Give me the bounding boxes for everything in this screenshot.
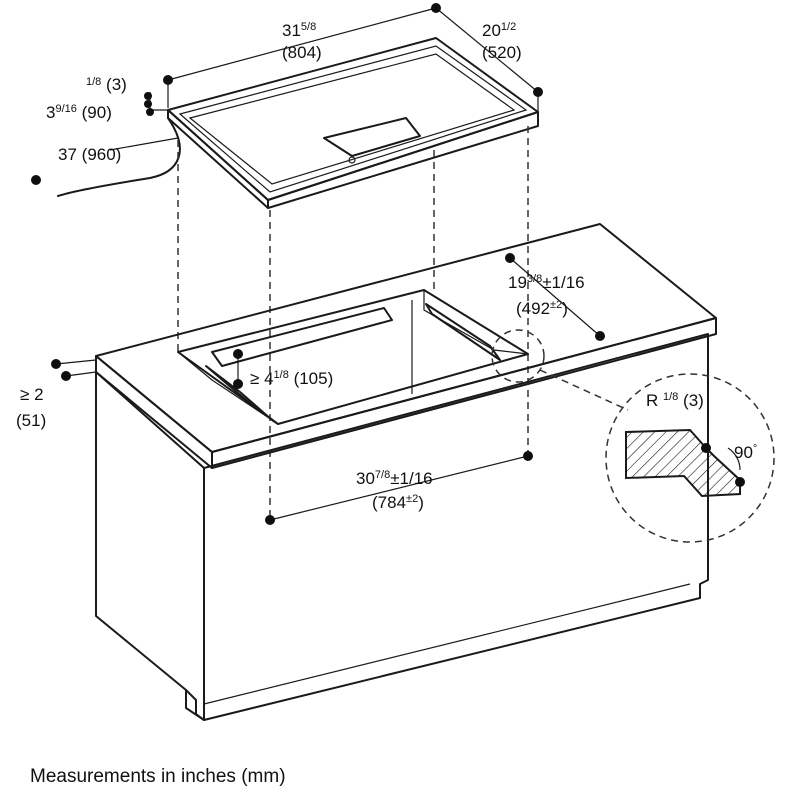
- cutout-opening: [177, 289, 529, 425]
- cabinet-side: [95, 371, 205, 721]
- dim-point: [265, 515, 275, 525]
- svg-text:(520): (520): [482, 43, 522, 62]
- support-rail-left: [205, 365, 279, 425]
- dim-label-cutout-depth: 193/8±1/16 (492±2): [508, 273, 585, 318]
- countertop-top-face: [95, 223, 717, 453]
- svg-text:(784±2): (784±2): [372, 493, 424, 512]
- dim-point: [61, 371, 71, 381]
- dim-label-counter-thickness: ≥ 2 (51): [16, 385, 46, 430]
- dim-point: [595, 331, 605, 341]
- dim-point: [233, 379, 243, 389]
- cooktop-glass-inner-2: [188, 53, 516, 185]
- detail-leader-line: [539, 369, 629, 411]
- cooktop-glass-inner: [178, 45, 528, 193]
- dim-point: [163, 75, 173, 85]
- edge-profile-detail: [625, 428, 745, 498]
- dim-point: [51, 359, 61, 369]
- cooktop-side-edge: [167, 109, 269, 209]
- cabinet-front: [203, 333, 709, 721]
- cabinet: [95, 223, 717, 721]
- cooktop-front-edge: [267, 111, 539, 209]
- dim-point: [735, 477, 745, 487]
- dim-point: [233, 349, 243, 359]
- dim-point: [701, 443, 711, 453]
- svg-text:R 1/8 (3): R 1/8 (3): [646, 391, 704, 410]
- dim-label-radius: R 1/8 (3): [646, 391, 704, 410]
- support-rail-right: [425, 303, 501, 361]
- dim-label-width-top: 315/8 (804): [282, 21, 322, 62]
- control-panel: [323, 117, 421, 157]
- support-rail-back: [211, 307, 393, 367]
- svg-text:(492±2): (492±2): [516, 299, 568, 318]
- angle-arc: [727, 447, 741, 471]
- dim-point: [144, 92, 152, 100]
- svg-text:37 (960): 37 (960): [58, 145, 121, 164]
- dim-label-front-clearance: ≥ 41/8 (105): [250, 369, 333, 388]
- dim-label-cutout-width: 307/8±1/16 (784±2): [356, 469, 433, 512]
- svg-text:≥ 2: ≥ 2: [20, 385, 44, 404]
- detail-view-circle: [605, 373, 775, 543]
- cooktop: [167, 37, 539, 209]
- width-dim-line: [167, 7, 437, 81]
- dim-point: [533, 87, 543, 97]
- svg-text:307/8±1/16: 307/8±1/16: [356, 469, 433, 488]
- toe-kick-line: [203, 583, 691, 705]
- dim-point: [31, 175, 41, 185]
- cutout-inner-back: [423, 290, 529, 355]
- svg-text:193/8±1/16: 193/8±1/16: [508, 273, 585, 292]
- cutout-inner-left: [177, 351, 279, 425]
- power-cord: [57, 117, 181, 197]
- dim-label-cord-length: 37 (960): [58, 145, 121, 164]
- dim-point: [146, 108, 154, 116]
- svg-text:39/16 (90): 39/16 (90): [46, 103, 112, 122]
- detail-marker-circle: [491, 329, 545, 383]
- measurement-caption: Measurements in inches (mm): [30, 766, 286, 787]
- svg-text:(804): (804): [282, 43, 322, 62]
- svg-text:315/8: 315/8: [282, 21, 316, 40]
- dim-label-appliance-height: 39/16 (90): [46, 103, 112, 122]
- thickness-ext-line: [55, 359, 97, 365]
- dim-point: [505, 253, 515, 263]
- svg-text:(51): (51): [16, 411, 46, 430]
- cutout-width-dim-line: [269, 455, 529, 521]
- dim-label-angle: 90°: [734, 443, 757, 462]
- dim-label-depth-top: 201/2 (520): [482, 21, 522, 62]
- projection-lines: [177, 126, 529, 520]
- svg-text:≥ 41/8 (105): ≥ 41/8 (105): [250, 369, 333, 388]
- svg-text:1/8 (3): 1/8 (3): [86, 75, 127, 94]
- thickness-ext-line-2: [65, 371, 97, 377]
- cutout-depth-dim-line: [509, 257, 601, 337]
- svg-text:90°: 90°: [734, 443, 757, 462]
- svg-text:201/2: 201/2: [482, 21, 516, 40]
- cooktop-top-face: [167, 37, 539, 201]
- depth-dim-line: [435, 7, 539, 93]
- dim-point: [431, 3, 441, 13]
- dim-point: [523, 451, 533, 461]
- power-button-icon: [348, 156, 356, 164]
- countertop-side-edge: [95, 355, 213, 469]
- cord-leader-line: [109, 137, 179, 151]
- edge-profile-section: [625, 428, 741, 498]
- toe-kick: [185, 689, 205, 721]
- dim-point: [144, 100, 152, 108]
- dim-label-thin-edge: 1/8 (3): [86, 75, 127, 94]
